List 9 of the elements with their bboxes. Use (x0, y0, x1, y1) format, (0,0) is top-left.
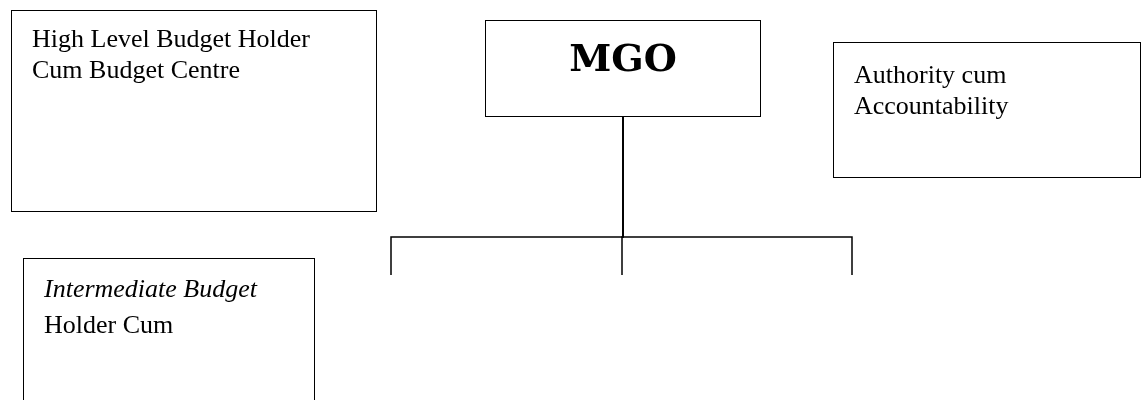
box-text: High Level Budget Holder Cum Budget Centre (32, 23, 311, 85)
text-box (23, 258, 315, 400)
box-text: Intermediate Budget Holder Cum (44, 273, 259, 341)
box-text: Authority cum Accountability (854, 59, 1010, 121)
connector-line (622, 116, 853, 276)
text-box (11, 10, 377, 212)
org-box (485, 20, 761, 117)
box-text: MGO (568, 35, 678, 81)
text-box (833, 42, 1141, 178)
